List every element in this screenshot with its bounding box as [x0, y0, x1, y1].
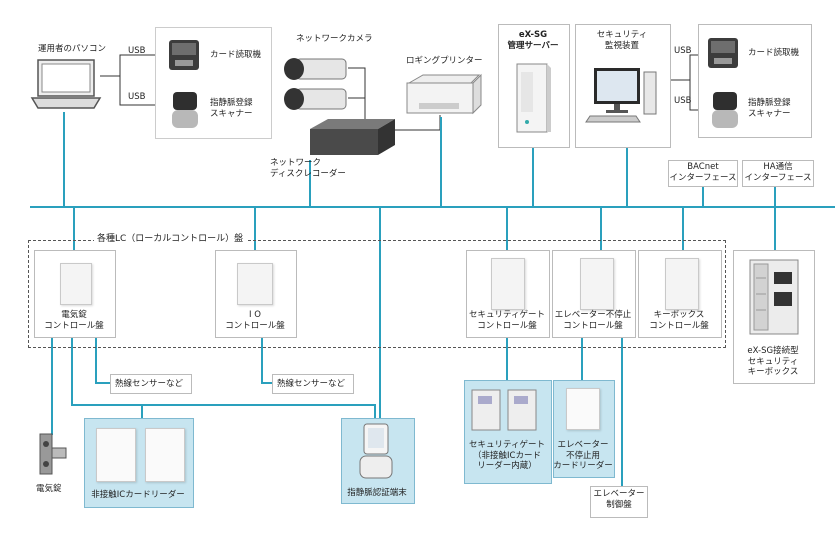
disk-recorder-label: ネットワークディスクレコーダー — [270, 158, 346, 179]
card-reader-icon-1 — [167, 38, 201, 72]
finger-scanner-label-1: 指静脈登録スキャナー — [210, 98, 253, 119]
finger-terminal-label: 指静脈認証端末 — [347, 488, 407, 498]
logging-printer-label: ロギングプリンター — [406, 56, 483, 66]
panel-icon — [665, 258, 699, 310]
panel-icon — [580, 258, 614, 310]
finger-scanner-label-2: 指静脈登録スキャナー — [748, 98, 791, 119]
keybox-icon — [748, 258, 800, 336]
usb-label-1: USB — [128, 46, 146, 56]
thermal-sensor-2: 熱線センサーなど — [272, 374, 354, 394]
laptop-icon — [30, 58, 102, 114]
security-gate-panel-label: セキュリティゲートコントロール盤 — [469, 310, 545, 331]
usb-line-3 — [667, 54, 700, 81]
keybox-panel-label: キーボックスコントロール盤 — [649, 310, 709, 331]
card-reader-label-1: カード読取機 — [210, 50, 262, 60]
keybox-label: eX-SG接続型セキュリティキーボックス — [747, 346, 799, 378]
security-monitor-label: セキュリティ監視装置 — [596, 30, 648, 51]
finger-terminal-icon — [356, 422, 396, 482]
operator-pc-label: 運用者のパソコン — [38, 44, 107, 54]
usb-label-2: USB — [128, 92, 146, 102]
card-reader-icon-2 — [706, 36, 740, 70]
finger-scanner-icon-2 — [710, 88, 740, 130]
disk-recorder-icon — [310, 117, 395, 157]
ic-reader-label: 非接触ICカードリーダー — [91, 490, 185, 500]
elevator-panel-label: エレベーター不停止コントロール盤 — [554, 310, 632, 331]
elevator-control: エレベーター制御盤 — [590, 486, 648, 518]
elevator-reader-label: エレベーター不停止用カードリーダー — [553, 440, 613, 472]
lc-group-frame — [28, 240, 726, 348]
electric-lock-icon — [34, 430, 74, 478]
thermal-sensor-1: 熱線センサーなど — [110, 374, 192, 394]
elevator-reader-icon — [566, 388, 600, 430]
camera-icon-2 — [282, 85, 348, 113]
security-gate-icon — [470, 386, 544, 432]
finger-scanner-icon-1 — [170, 88, 200, 130]
electric-lock-panel-label: 電気錠コントロール盤 — [44, 310, 104, 331]
network-camera-label: ネットワークカメラ — [296, 34, 373, 44]
panel-icon — [491, 258, 525, 310]
usb-label-4: USB — [674, 96, 692, 106]
ic-reader-icon — [145, 428, 185, 482]
usb-line-4 — [689, 80, 700, 111]
usb-label-3: USB — [674, 46, 692, 56]
electric-lock-label: 電気錠 — [36, 484, 62, 494]
lc-group-title: 各種LC（ローカルコントロール）盤 — [94, 234, 247, 246]
panel-icon — [237, 263, 273, 305]
camera-icon-1 — [282, 55, 348, 83]
server-icon — [513, 62, 553, 134]
card-reader-label-2: カード読取機 — [748, 48, 800, 58]
monitor-icon — [584, 66, 662, 124]
printer-icon — [403, 73, 485, 118]
usb-line-2 — [119, 76, 155, 106]
security-gate-label: セキュリティゲート（非接触ICカードリーダー内蔵） — [469, 440, 545, 472]
usb-line-1 — [100, 54, 155, 77]
panel-icon — [60, 263, 92, 305]
ha-interface: HA通信インターフェース — [742, 160, 814, 187]
ic-reader-icon — [96, 428, 136, 482]
